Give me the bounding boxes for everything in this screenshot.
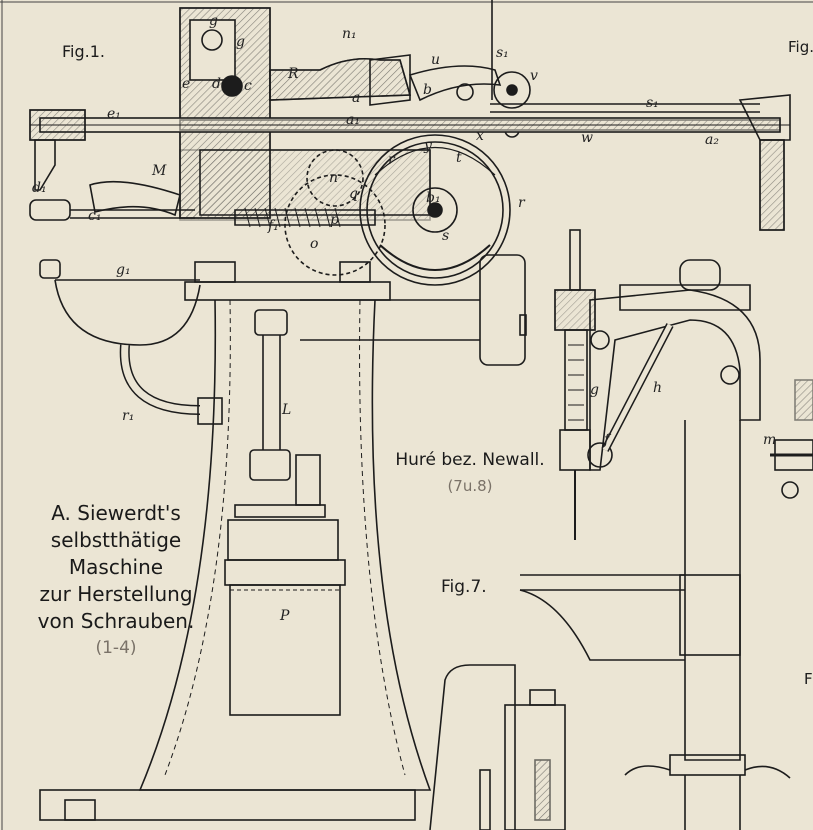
part-letter-r: r [518,195,525,211]
caption-newall-title: Huré bez. Newall. [395,450,545,470]
part-letter-s: s [442,228,450,244]
right-partial-drawing [770,379,813,499]
fig1-label: Fig.1. [62,42,105,61]
machine-head [29,0,791,425]
part-letter-e1: e₁ [107,106,121,122]
part-letter-f1: f₁ [268,218,279,234]
part-letter-q: q [349,186,358,202]
part-letter-n: n [329,170,339,186]
part-letter-e: e [182,76,191,92]
part-letter-M: M [152,163,167,179]
part-letter-u: u [431,52,441,68]
part-letter-a1: a₁ [346,112,360,128]
part-letter-g: g [590,382,599,398]
fig-right-top-label: Fig. [788,38,813,56]
part-letter-x: x [476,128,484,144]
lower-partial-drawing [429,664,566,830]
part-letter-h: h [653,380,663,396]
caption-siewerdt-ref: (1-4) [95,638,137,658]
part-letter-g: g [209,13,218,29]
part-letter-c: c [244,78,252,94]
caption-siewerdt-line3: zur Herstellung [39,582,193,606]
part-letter-s1: s₁ [646,95,659,111]
part-letter-c1: c₁ [88,208,102,224]
part-letter-n1: n₁ [342,26,357,42]
caption-siewerdt-line2: selbstthätige Maschine [50,528,182,579]
part-letter-m: m [763,432,777,448]
caption-siewerdt: A. Siewerdt's selbstthätige Maschine zur… [6,500,226,662]
part-letter-g: g [236,34,245,50]
part-letter-y: y [424,138,432,154]
part-letter-r: r [388,152,395,168]
part-letter-R: R [288,66,299,82]
part-letter-a: a [352,90,361,106]
part-letter-a2: a₂ [705,132,719,148]
part-letter-d1: d₁ [32,180,47,196]
caption-siewerdt-line4: von Schrauben. [37,609,195,633]
part-letter-w: w [581,130,593,146]
caption-siewerdt-line1: A. Siewerdt's [51,501,181,525]
fig7-label: Fig.7. [441,577,487,597]
part-letter-t: t [456,150,462,166]
caption-newall-ref: (7u.8) [447,477,493,495]
part-letter-v: v [530,68,538,84]
part-letter-r1: r₁ [122,408,135,424]
part-letter-s1: s₁ [496,45,509,61]
part-letter-P: P [280,608,290,624]
part-letter-p: p [330,212,339,228]
part-letter-o: o [310,236,319,252]
part-letter-f: f [604,432,610,448]
caption-newall: Huré bez. Newall. (7u.8) [385,447,555,499]
fig-right-bottom-label: F [804,670,813,688]
machine-column [39,261,432,821]
part-letter-b: b [423,82,432,98]
part-letter-g1: g₁ [116,262,131,278]
part-letter-d: d [212,76,221,92]
part-letter-L: L [282,402,292,418]
part-letter-b1: b₁ [426,190,441,206]
drill-press-drawing [519,229,791,830]
